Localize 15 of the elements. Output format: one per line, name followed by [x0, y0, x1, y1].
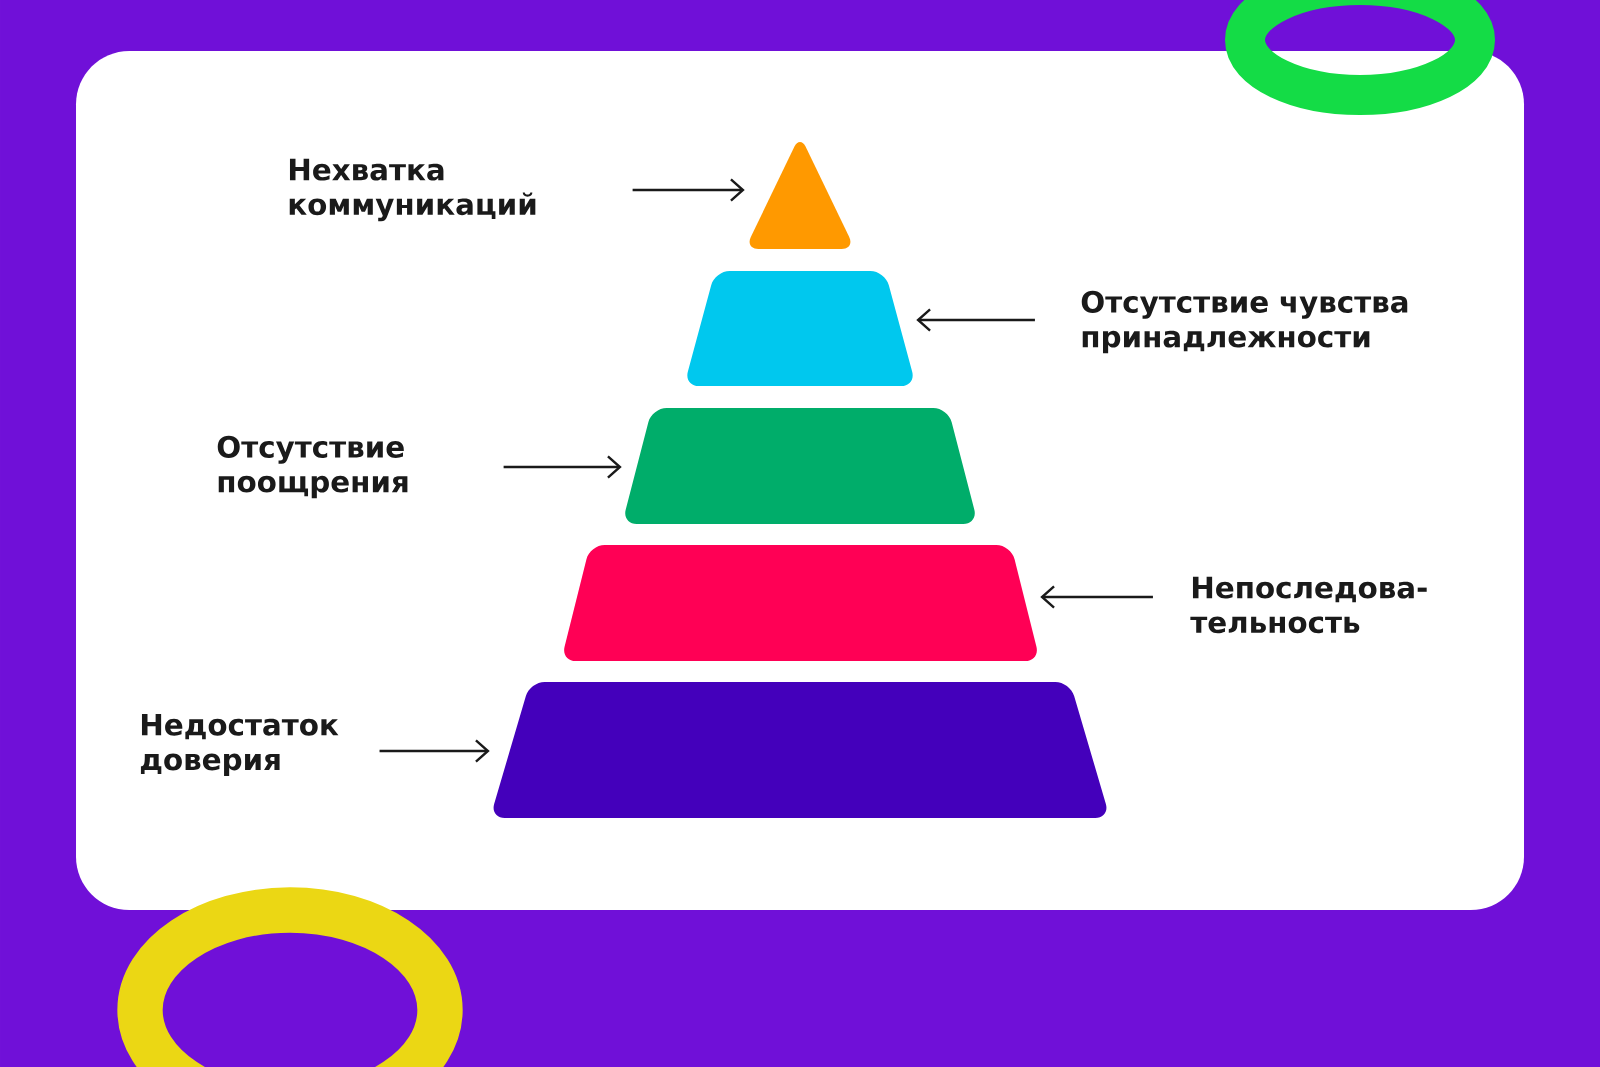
arrow	[916, 308, 1035, 332]
arrow	[632, 178, 745, 202]
label-text: Недостаток доверия	[140, 713, 339, 777]
label-text: Отсутствие чувства принадлежности	[1081, 290, 1408, 354]
label-text: Отсутствие поощрения	[217, 435, 408, 499]
pyramid-layer	[687, 271, 913, 386]
pyramid-layer	[564, 545, 1037, 661]
label-text: Нехватка коммуникаций	[289, 158, 536, 222]
label-text: Непоследова- тельность	[1190, 576, 1427, 634]
pyramid-layer	[493, 682, 1107, 818]
arrow	[503, 455, 622, 479]
arrow	[379, 739, 490, 763]
pyramid-layer	[749, 142, 851, 249]
pyramid-layer	[625, 408, 975, 524]
arrow	[1040, 585, 1153, 609]
